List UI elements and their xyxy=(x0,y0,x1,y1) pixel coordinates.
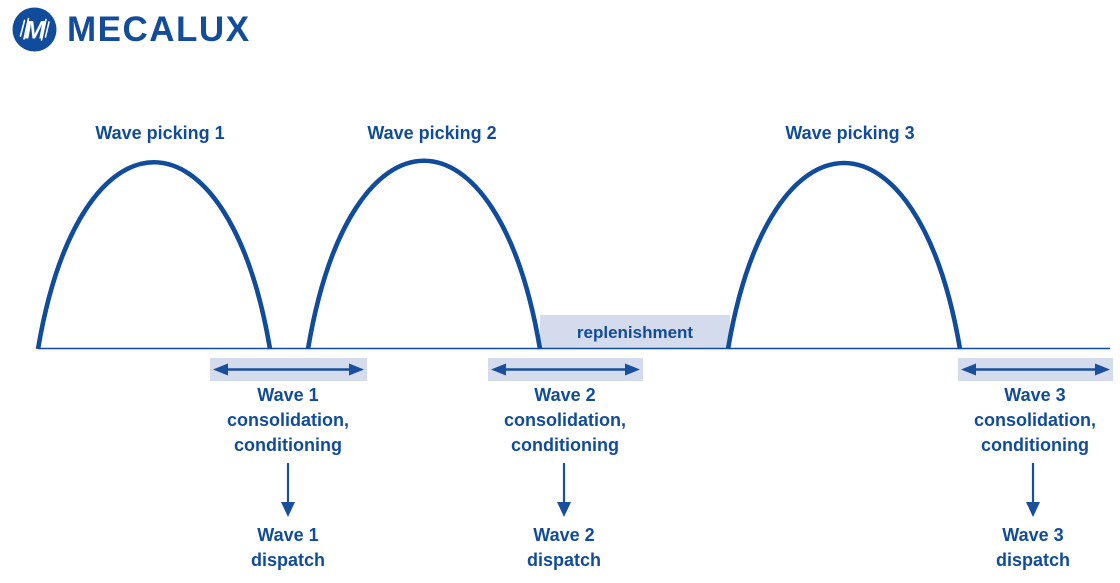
mecalux-logo: M MECALUX xyxy=(12,7,251,52)
wave-1-dispatch-line-1: Wave 1 xyxy=(257,525,319,545)
wave-1-curve xyxy=(35,159,273,350)
wave-1-duration-double-arrow-icon xyxy=(213,363,364,376)
wave-2-dispatch-line-1: Wave 2 xyxy=(533,525,595,545)
wave-3-duration-double-arrow-icon xyxy=(961,363,1110,376)
wave-2-duration-double-arrow-icon xyxy=(491,363,640,376)
wave-1-consolidation-line-3: conditioning xyxy=(234,435,342,455)
wave-3-curve xyxy=(725,160,963,350)
wave-2-consolidation-line-2: consolidation, xyxy=(503,410,627,430)
wave-2-curve xyxy=(305,158,543,350)
wave-2-picking-label: Wave picking 2 xyxy=(367,123,497,143)
wave-3-dispatch-label: Wave 3 dispatch xyxy=(996,523,1070,573)
wave-2-dispatch-label: Wave 2 dispatch xyxy=(527,523,601,573)
wave-1-dispatch-line-2: dispatch xyxy=(250,550,326,570)
wave-3-dispatch-line-1: Wave 3 xyxy=(1002,525,1064,545)
wave-1-dispatch-arrow-icon xyxy=(281,463,295,517)
wave-2-consolidation-line-1: Wave 2 xyxy=(534,385,596,405)
wave-3-consolidation-line-3: conditioning xyxy=(981,435,1089,455)
wave-1-picking-label: Wave picking 1 xyxy=(95,123,225,143)
wave-3-consolidation-line-1: Wave 3 xyxy=(1004,385,1066,405)
wave-1-consolidation-line-2: consolidation, xyxy=(226,410,350,430)
wave-3-dispatch-arrow-icon xyxy=(1026,463,1040,517)
wave-3-dispatch-line-2: dispatch xyxy=(995,550,1071,570)
replenishment-band xyxy=(540,315,730,348)
wave-3-consolidation-label: Wave 3 consolidation, conditioning xyxy=(974,383,1096,458)
mecalux-m-circle-icon: M xyxy=(12,7,57,52)
wave-2-consolidation-line-3: conditioning xyxy=(511,435,619,455)
wave-1-consolidation-line-1: Wave 1 xyxy=(257,385,319,405)
svg-text:M: M xyxy=(25,17,47,45)
replenishment-label: replenishment xyxy=(576,323,694,342)
wave-3-consolidation-line-2: consolidation, xyxy=(973,410,1097,430)
wave-1-consolidation-label: Wave 1 consolidation, conditioning xyxy=(227,383,349,458)
brand-wordmark: MECALUX xyxy=(67,9,251,49)
wave-3-picking-label: Wave picking 3 xyxy=(785,123,915,143)
wave-2-consolidation-label: Wave 2 consolidation, conditioning xyxy=(504,383,626,458)
wave-2-dispatch-arrow-icon xyxy=(557,463,571,517)
wave-1-dispatch-label: Wave 1 dispatch xyxy=(251,523,325,573)
wave-2-dispatch-line-2: dispatch xyxy=(526,550,602,570)
